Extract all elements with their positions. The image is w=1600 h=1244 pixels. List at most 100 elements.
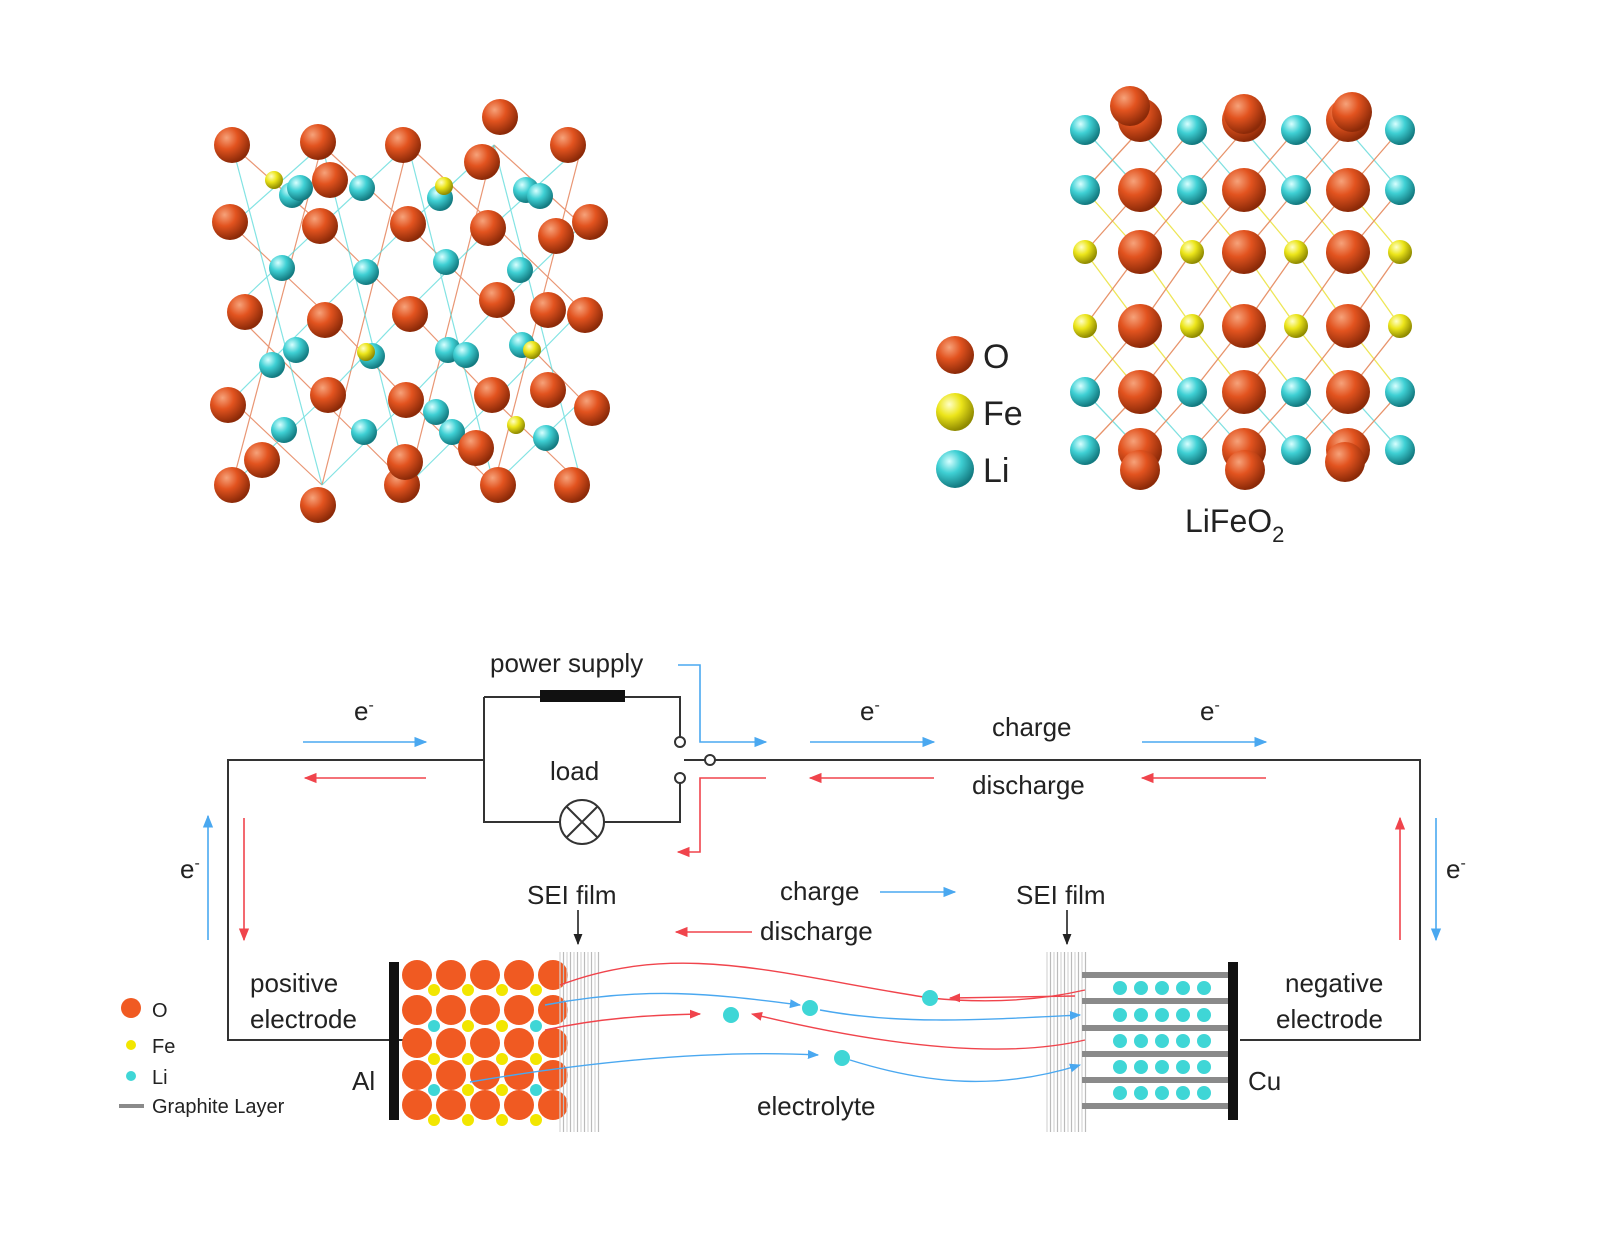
o-atom — [470, 1090, 500, 1120]
o-atom — [312, 162, 348, 198]
intercalated-li-ion — [1197, 981, 1211, 995]
o-atom — [307, 302, 343, 338]
li-atom — [353, 259, 379, 285]
o-atom — [1222, 230, 1266, 274]
intercalated-li-ion — [1197, 1008, 1211, 1022]
o-atom — [504, 995, 534, 1025]
li-atom — [283, 337, 309, 363]
o-atom — [392, 296, 428, 332]
crystal-structure-left — [210, 99, 610, 523]
bottom-legend: O Fe Li Graphite Layer — [119, 998, 285, 1118]
fe-atom — [1284, 314, 1308, 338]
graphite-anode — [1082, 972, 1228, 1109]
o-atom — [474, 377, 510, 413]
o-atom — [567, 297, 603, 333]
li-atom — [1281, 115, 1311, 145]
legend-o-dot — [121, 998, 141, 1018]
legend-li-dot — [126, 1071, 136, 1081]
intercalated-li-ion — [1134, 1034, 1148, 1048]
li-atom — [1385, 175, 1415, 205]
electron-label: e- — [354, 696, 374, 726]
o-atom — [574, 390, 610, 426]
intercalated-li-ion — [1176, 1086, 1190, 1100]
o-atom — [1326, 370, 1370, 414]
electrolyte-label: electrolyte — [757, 1091, 876, 1121]
o-atom — [1118, 168, 1162, 212]
intercalated-li-ion — [1155, 1060, 1169, 1074]
legend-graphite-label: Graphite Layer — [152, 1096, 285, 1118]
o-atom — [1224, 94, 1264, 134]
li-atom — [507, 257, 533, 283]
electron-label: e- — [860, 696, 880, 726]
li-atom — [530, 1020, 542, 1032]
o-atom — [300, 487, 336, 523]
fe-atom — [428, 1053, 440, 1065]
negative-electrode-label-1: negative — [1285, 968, 1383, 998]
o-atom — [1110, 86, 1150, 126]
discharge-arrows — [238, 772, 1406, 942]
o-atom — [210, 387, 246, 423]
fe-atom — [1388, 314, 1412, 338]
intercalated-li-ion — [1155, 1086, 1169, 1100]
intercalated-li-ion — [1113, 1060, 1127, 1074]
o-atom — [470, 1028, 500, 1058]
top-legend: O Fe Li — [936, 336, 1023, 490]
li-atom — [1070, 175, 1100, 205]
cu-current-collector — [1228, 962, 1238, 1120]
o-atom — [554, 467, 590, 503]
o-atom — [1222, 304, 1266, 348]
fe-atom — [1073, 240, 1097, 264]
cathode-lattice — [402, 960, 568, 1126]
graphite-layer — [1082, 1051, 1228, 1057]
li-atom — [1177, 435, 1207, 465]
positive-electrode-label-2: electrode — [250, 1004, 357, 1034]
lithium-ion — [834, 1050, 850, 1066]
li-atom — [1385, 377, 1415, 407]
o-atom — [530, 372, 566, 408]
li-atom — [428, 1020, 440, 1032]
intercalated-li-ion — [1134, 981, 1148, 995]
fe-atom — [462, 1020, 474, 1032]
o-atom — [300, 124, 336, 160]
sei-film-right — [1046, 952, 1087, 1132]
o-atom — [464, 144, 500, 180]
charge-pointer-arrow — [678, 664, 768, 748]
power-supply-label: power supply — [490, 648, 643, 678]
li-atom — [269, 255, 295, 281]
o-atom — [214, 467, 250, 503]
intercalated-li-ion — [1197, 1034, 1211, 1048]
switch-pivot — [704, 754, 716, 766]
charge-label-top: charge — [992, 712, 1072, 742]
fe-atom — [462, 984, 474, 996]
li-atom — [271, 417, 297, 443]
al-current-collector — [389, 962, 399, 1120]
li-atom — [351, 419, 377, 445]
legend-fe-label: Fe — [983, 395, 1023, 433]
fe-atom — [523, 341, 541, 359]
intercalated-li-ion — [1176, 1008, 1190, 1022]
discharge-pointer-arrow — [676, 777, 766, 858]
discharge-label-mid: discharge — [760, 916, 873, 946]
o-atom — [480, 467, 516, 503]
o-atom — [1118, 304, 1162, 348]
o-atom — [387, 444, 423, 480]
li-atom — [1385, 435, 1415, 465]
intercalated-li-ion — [1134, 1008, 1148, 1022]
o-atom — [436, 995, 466, 1025]
fe-atom — [1073, 314, 1097, 338]
intercalated-li-ion — [1113, 1008, 1127, 1022]
o-atom — [1332, 92, 1372, 132]
li-atom — [1177, 377, 1207, 407]
li-atom — [1070, 377, 1100, 407]
o-atom — [1326, 230, 1370, 274]
o-atom — [470, 995, 500, 1025]
li-atom — [530, 1084, 542, 1096]
o-atom — [227, 294, 263, 330]
o-atom — [1225, 450, 1265, 490]
fe-atom — [496, 1020, 508, 1032]
o-atom — [504, 960, 534, 990]
li-atom — [1281, 377, 1311, 407]
o-atom — [402, 1090, 432, 1120]
li-atom — [1281, 435, 1311, 465]
